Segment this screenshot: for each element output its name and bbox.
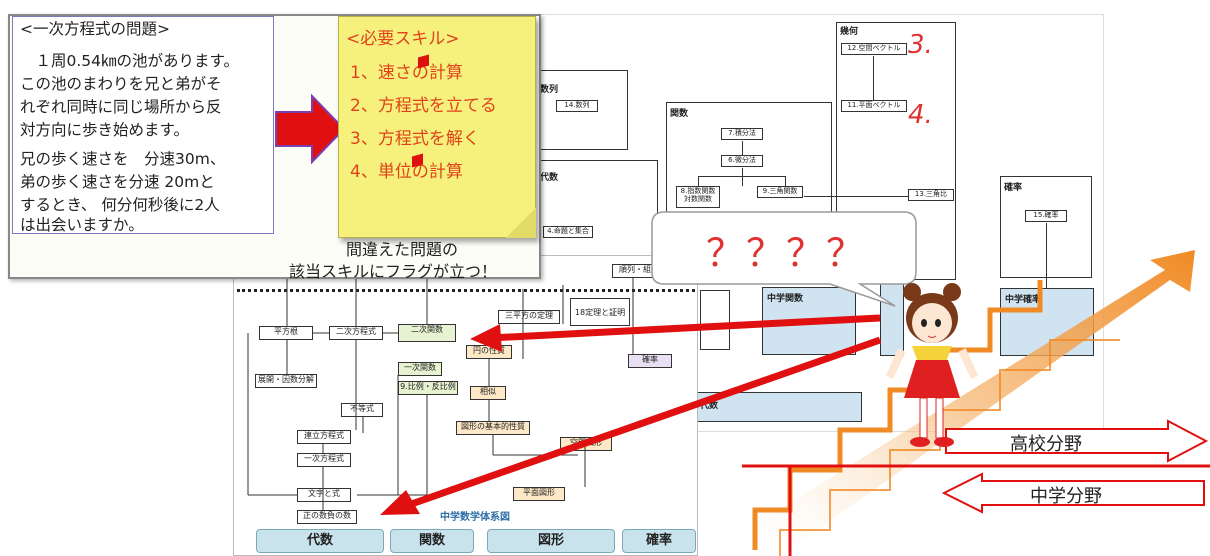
box-proposition: 4.命題と集合 <box>543 226 593 238</box>
misc-frame-2 <box>880 280 904 356</box>
problem-line-7: するとき、 何分何秒後に2人 <box>20 196 220 214</box>
problem-heading: <一次方程式の問題> <box>20 20 170 38</box>
category-probability: 確率 <box>622 529 696 553</box>
geometry-label: 幾何 <box>840 27 859 37</box>
ms-box-plane-figure: 平面図形 <box>513 487 565 501</box>
box-spatial-vector: 12.空間ベクトル <box>841 43 907 55</box>
ms-box-pythagoras: 三平方の定理 <box>498 310 560 324</box>
ms-box-figure-basics: 図形の基本的性質 <box>456 421 530 435</box>
problem-line-5: 兄の歩く速さを 分速30m、 <box>20 150 226 168</box>
red-link-arrows <box>380 314 882 515</box>
skill-item-3: 3、方程式を解く <box>350 129 480 149</box>
box-plane-vector: 11.平面ベクトル <box>841 100 907 112</box>
ms-box-similarity: 相似 <box>470 386 506 400</box>
ms-diagram-title: 中学数学体系図 <box>440 512 510 523</box>
ms-box-quadratic-eq: 二次方程式 <box>329 326 383 340</box>
ms-box-signed-numbers: 正の数負の数 <box>297 510 357 524</box>
problem-line-3: れぞれ同時に同じ場所から反 <box>20 98 222 116</box>
function-label: 関数 <box>670 109 689 119</box>
ms-box-simultaneous: 連立方程式 <box>297 430 351 444</box>
ms-box-linear-eq: 一次方程式 <box>297 453 351 467</box>
sticky-note-curl <box>506 208 536 238</box>
ms-box-probability: 確率 <box>628 354 672 368</box>
probability-label: 確率 <box>1004 183 1023 193</box>
problem-line-2: この池のまわりを兄と弟がそ <box>20 75 222 93</box>
skill-item-2: 2、方程式を立てる <box>350 96 497 116</box>
skills-heading: <必要スキル> <box>346 29 460 49</box>
category-figure: 図形 <box>487 529 615 553</box>
problem-line-4: 対方向に歩き始めます。 <box>20 121 189 139</box>
algebra-frame <box>538 160 658 270</box>
problem-line-6: 弟の歩く速さを分速 20mと <box>20 173 215 191</box>
skill-item-1: 1、速さの計算 <box>350 63 463 83</box>
box-trig-ratio: 13.三角比 <box>908 189 954 201</box>
box-sequence: 14.数列 <box>556 100 598 112</box>
category-algebra: 代数 <box>256 529 384 553</box>
dotted-divider <box>237 289 695 292</box>
ms-box-heihokon: 平方根 <box>259 326 313 340</box>
number-3: 3. <box>908 30 933 60</box>
high-school-level-label: 高校分野 <box>1010 434 1082 455</box>
red-arrow-right <box>275 94 346 164</box>
problem-line-1: １周0.54㎞の池があります。 <box>20 52 239 70</box>
box-probability: 15.確率 <box>1025 210 1067 222</box>
girl-character <box>885 283 979 447</box>
sequence-label: 数列 <box>540 85 559 95</box>
ms-diagram-connectors <box>247 275 634 510</box>
misc-frame-1 <box>700 290 730 350</box>
box-exponential: 8.指数関数 対数関数 <box>676 186 720 208</box>
skill-item-4: 4、単位の計算 <box>350 162 463 182</box>
caption-line-1: 間違えた問題の <box>346 240 459 259</box>
algebra-label: 代数 <box>540 173 559 183</box>
ms-box-theorem: 18定理と証明 <box>570 298 630 326</box>
box-differential: 6.微分法 <box>721 155 763 167</box>
box-integral: 7.積分法 <box>721 128 763 140</box>
ms-box-letters: 文字と式 <box>297 488 351 502</box>
number-4: 4. <box>908 100 933 130</box>
category-function: 関数 <box>390 529 474 553</box>
ms-box-quadratic-fn: 二次関数 <box>398 324 456 342</box>
speech-bubble-text: ？？？？ <box>706 231 867 275</box>
problem-panel <box>12 16 274 234</box>
middle-level-arrow-shape <box>942 472 1205 514</box>
problem-line-8: は出会いますか。 <box>20 216 144 234</box>
ms-box-inequality: 不等式 <box>341 403 383 417</box>
middle-school-level-label: 中学分野 <box>1030 486 1102 507</box>
box-trig: 9.三角関数 <box>757 186 803 198</box>
ms-box-linear-fn: 一次関数 <box>398 362 442 376</box>
staircase-graphic <box>730 250 1210 556</box>
skills-sticky-note <box>338 16 536 238</box>
speech-bubble <box>651 211 917 307</box>
ms-box-factoring: 展開・因数分解 <box>255 374 317 388</box>
caption-line-2: 該当スキルにフラグが立つ！ <box>289 262 498 281</box>
